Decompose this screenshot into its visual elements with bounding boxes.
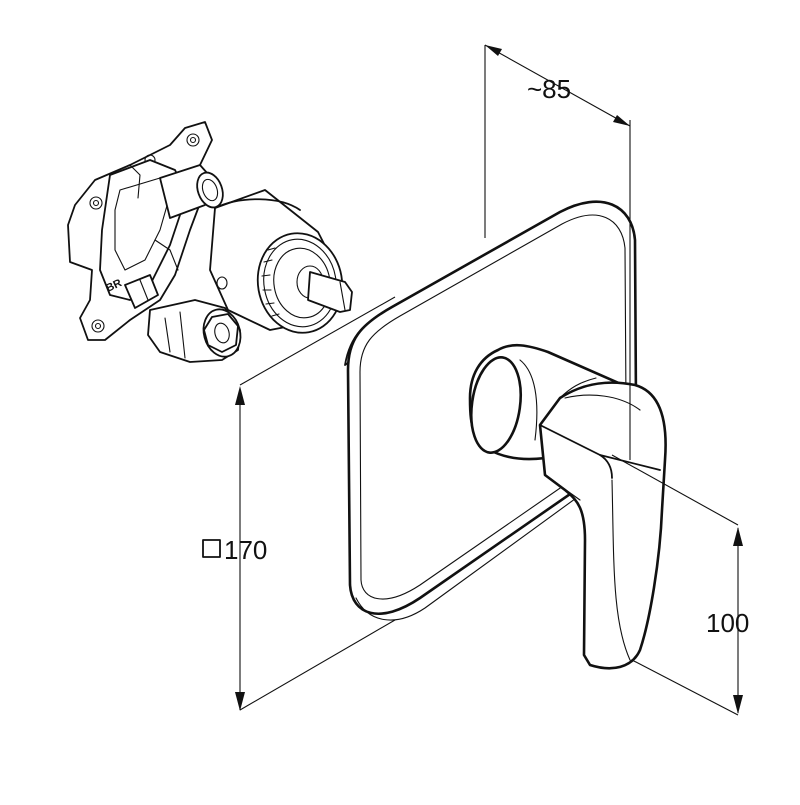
mount-hole: [189, 136, 197, 144]
depth-dimension-label: ~85: [527, 74, 571, 104]
handle-lever: [538, 381, 667, 670]
mount-hole: [92, 199, 100, 207]
spindle: [307, 271, 353, 313]
mount-hole: [186, 133, 200, 147]
height-dimension-label: 170: [224, 535, 267, 565]
dimension-depth: [484, 44, 631, 460]
square-symbol-icon: [202, 539, 221, 558]
rough-in-valve-body: BR: [67, 121, 353, 363]
dimension-handle-height: [611, 454, 743, 716]
cartridge-face: [256, 232, 344, 334]
mount-hole: [94, 322, 102, 330]
mount-hole: [89, 196, 103, 210]
mount-hole: [91, 319, 105, 333]
mixer-handle: [468, 343, 667, 670]
dimension-height: [235, 296, 396, 711]
handle-height-dimension-label: 100: [706, 608, 749, 638]
